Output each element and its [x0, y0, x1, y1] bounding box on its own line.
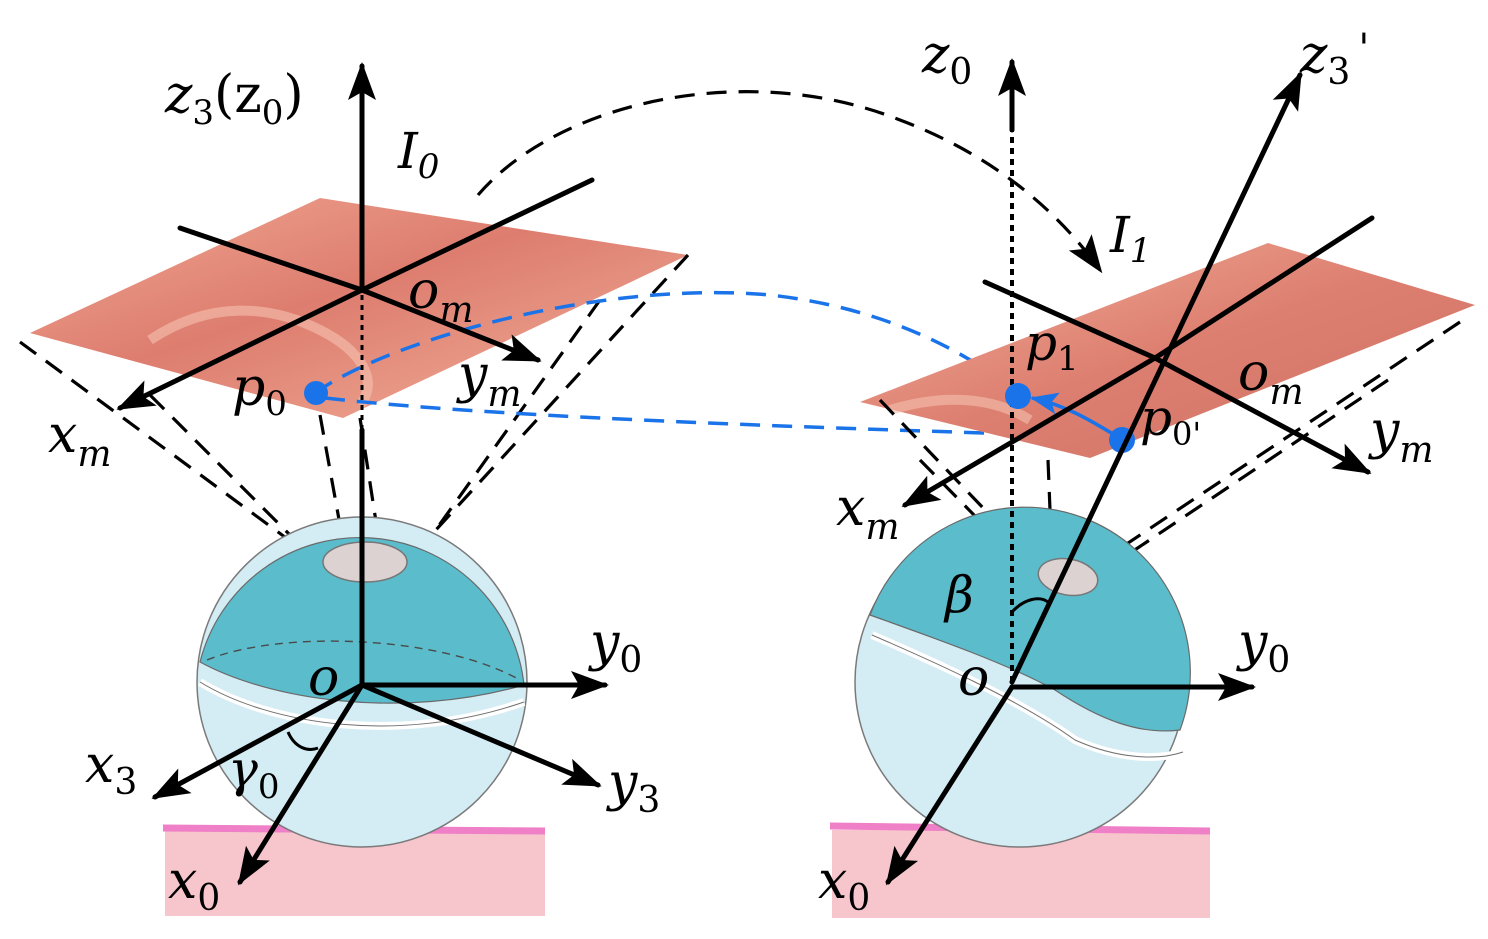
right-beta-label: β	[943, 566, 974, 624]
transition-arc	[476, 90, 1103, 274]
right-capsule-sphere	[854, 506, 1191, 848]
left-image-plane	[30, 198, 688, 418]
left-fov-line-3	[388, 253, 690, 582]
left-gamma-label: γ0	[228, 740, 280, 807]
left-y3-axis	[359, 682, 602, 788]
left-gamma-arc	[286, 731, 319, 751]
right-p0prime-label: p0'	[1140, 389, 1201, 453]
left-xm-back	[177, 225, 365, 293]
right-xm-axis	[901, 355, 1158, 508]
right-capsule-assembly: z0 z3' I1 p1 p0' om ym xm β o y0 x0	[818, 25, 1475, 919]
right-origin-label: o	[958, 648, 989, 708]
right-ym-axis	[1152, 355, 1372, 475]
left-camera-lens	[322, 541, 408, 583]
right-y0-label: y0	[1236, 613, 1290, 681]
right-beta-arc	[1010, 597, 1049, 614]
left-fov-line-4	[398, 299, 602, 581]
left-capsule-assembly: z3(z0) I0 om ym p0 xm o y0 x3 y3 γ0 x0	[19, 62, 1110, 919]
left-xm-label: xm	[48, 405, 111, 475]
right-fov-line-3	[1079, 320, 1461, 577]
left-om-label: om	[408, 261, 473, 331]
left-ym-axis	[359, 287, 542, 363]
left-p0-to-p1-arc	[313, 290, 1010, 395]
right-p1-point	[1005, 383, 1031, 409]
right-p0prime-to-p1-arrow	[1030, 392, 1119, 439]
left-x0-label: x0	[168, 851, 220, 919]
left-fov-line-1	[19, 340, 351, 587]
left-I0-label: I0	[397, 122, 439, 187]
right-xm-back	[982, 279, 1158, 361]
left-y0-label: y0	[588, 613, 642, 681]
left-origin-label: o	[308, 648, 339, 708]
left-p0-label: p0	[232, 358, 287, 424]
left-tissue-fold	[147, 305, 373, 409]
right-ym-label: ym	[1368, 401, 1434, 471]
right-x0-axis	[885, 684, 1015, 886]
left-x3-axis	[151, 682, 365, 800]
right-x0-label: x0	[818, 851, 870, 919]
right-I1-label: I1	[1109, 206, 1151, 271]
left-y3-label: y3	[606, 753, 660, 821]
right-z0-label: z0	[921, 25, 972, 93]
right-xm-label: xm	[836, 478, 899, 548]
left-xm-axis	[116, 287, 365, 411]
left-ym-back	[359, 177, 595, 293]
right-p1-label: p1	[1025, 314, 1079, 379]
right-z3prime-axis	[1009, 71, 1303, 685]
right-z3prime-label: z3'	[1299, 25, 1369, 93]
left-p0-point	[304, 381, 328, 405]
left-x3-label: x3	[85, 735, 137, 803]
right-tissue-fold	[888, 394, 1033, 425]
left-z3-label: z3(z0)	[164, 65, 304, 133]
right-ym-back	[1152, 215, 1375, 361]
left-ym-label: ym	[456, 345, 522, 415]
left-x0-axis	[237, 682, 365, 886]
right-om-label: om	[1238, 343, 1303, 413]
right-fov-line-4	[1089, 378, 1389, 582]
left-fov-line-2	[148, 393, 342, 587]
